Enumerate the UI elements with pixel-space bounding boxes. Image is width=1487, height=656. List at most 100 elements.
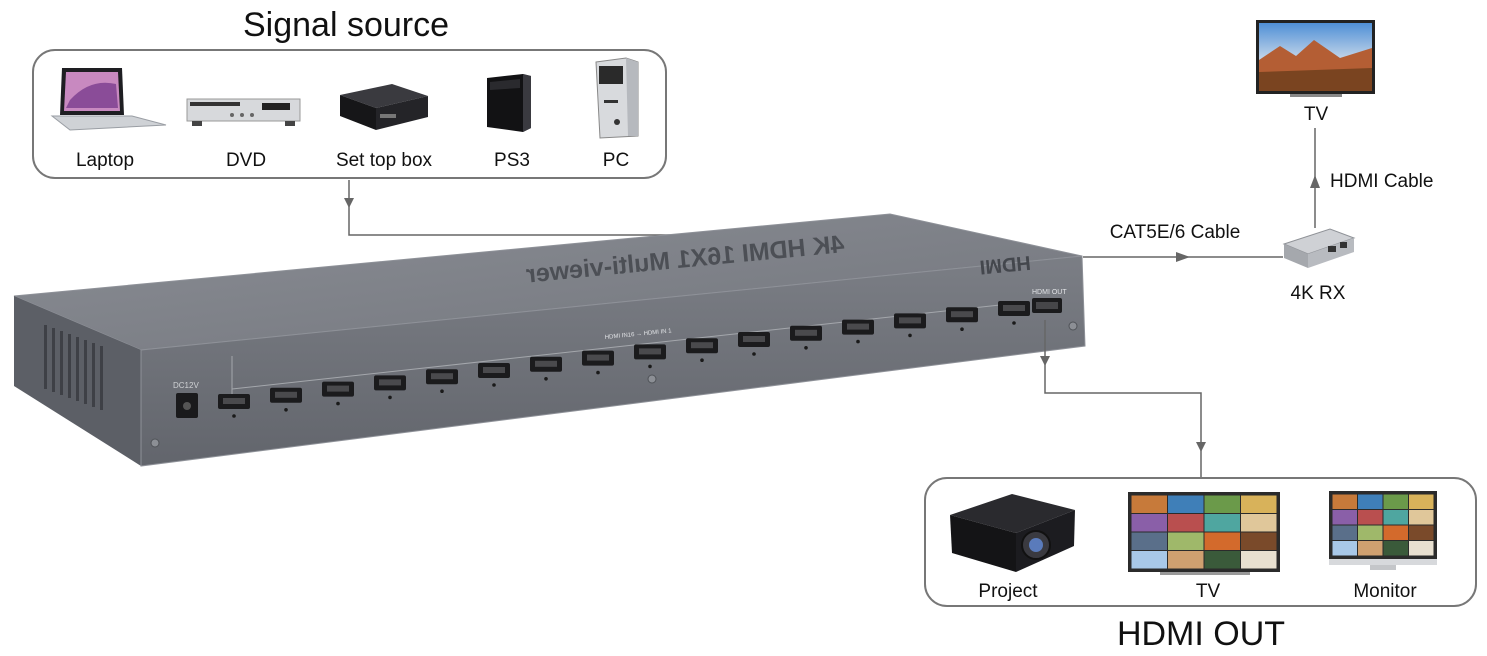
rx-label: 4K RX [1291,283,1346,304]
mosaic-tile [1332,494,1357,509]
mosaic-tile [1131,495,1167,513]
port-indicator-led [440,389,444,394]
mosaic-tile [1383,494,1408,509]
source-label-ps3: PS3 [494,150,530,171]
extender-tv-label: TV [1304,104,1329,125]
mosaic-tile [1131,532,1167,550]
cat-cable-label: CAT5E/6 Cable [1110,222,1241,243]
hdmi-input-ports [218,301,1030,418]
port-indicator-led [232,414,236,418]
source-label-laptop: Laptop [76,150,134,171]
hdmi-input-port-slot [223,398,245,404]
mosaic-tile [1358,525,1383,540]
side-vents [44,325,103,410]
screw [150,438,160,448]
source-label-dvd: DVD [226,150,266,171]
output-arrow-icon [1196,442,1206,452]
tv-icon [1256,20,1375,97]
mosaic-tile [1168,495,1204,513]
hdmi-input-port-slot [951,311,973,318]
mosaic-tile [1131,514,1167,532]
laptop-icon [50,68,167,131]
source-label-set-top-box: Set top box [336,150,433,171]
mosaic-tile [1204,495,1240,513]
monitor-icon [1329,491,1437,570]
mosaic-tile [1409,541,1434,556]
mosaic-tile [1409,525,1434,540]
mosaic-tile [1168,532,1204,550]
port-indicator-led [388,395,392,400]
hdmi-input-port-slot [691,342,713,349]
mosaic-tile [1409,494,1434,509]
rx-receiver-icon [1282,228,1356,268]
mosaic-tile [1332,510,1357,525]
projector-icon [950,494,1075,572]
output-label-project: Project [978,581,1038,602]
mosaic-tile [1383,525,1408,540]
ps3-console-icon [487,74,531,132]
hdmi-input-port-slot [379,379,401,386]
mosaic-tile [1383,541,1408,556]
port-indicator-led [544,377,548,381]
hdmi-input-port-slot [483,367,505,373]
hdmi-out-port-label: HDMI OUT [1032,289,1067,296]
source-arrow-icon [344,198,354,208]
port-indicator-led [284,408,288,412]
hdmi-input-port-slot [1003,305,1025,311]
source-title: Signal source [243,6,449,44]
port-indicator-led [596,370,600,375]
screw [647,374,657,384]
mosaic-tile [1131,551,1167,569]
port-indicator-led [960,327,964,332]
output-title: HDMI OUT [1117,615,1285,653]
mosaic-tile [1204,514,1240,532]
hdmi-input-port-slot [639,348,661,355]
hdmi-cable-label: HDMI Cable [1330,171,1433,192]
mosaic-tile [1204,551,1240,569]
power-label: DC12V [173,381,199,390]
mosaic-tile [1204,532,1240,550]
cat-arrow-icon [1176,252,1190,262]
port-indicator-led [648,364,652,369]
device-logo: HDMI [979,251,1032,278]
screw [1068,321,1078,331]
mosaic-tile [1358,541,1383,556]
mosaic-tile [1241,514,1277,532]
hdmi-input-port-slot [795,329,817,336]
hdmi-input-port-slot [587,354,609,361]
pc-tower-icon [595,57,639,139]
source-label-pc: PC [603,150,629,171]
mosaic-tile [1383,510,1408,525]
mosaic-tile [1241,495,1277,513]
port-indicator-led [856,339,860,344]
output-label-tv: TV [1196,581,1221,602]
mosaic-tile [1332,525,1357,540]
hdmi-input-port-slot [431,373,453,380]
port-indicator-led [700,358,704,363]
hdmi-input-port-slot [899,317,921,324]
output-tv-icon [1128,492,1280,575]
source-group-box [32,49,667,179]
set-top-box-icon [340,84,428,130]
hdmi-cable-arrow-icon [1310,175,1320,188]
output-group-box [924,477,1477,607]
hdmi-input-port-slot [743,336,765,342]
mosaic-tile [1332,541,1357,556]
mosaic-tile [1241,551,1277,569]
port-indicator-led [752,352,756,356]
port-indicator-led [908,333,912,338]
hdmi-input-port-slot [327,385,349,392]
hdmi-input-port-slot [847,323,869,330]
mosaic-tile [1241,532,1277,550]
mosaic-tile [1358,510,1383,525]
output-arrow-icon [1040,356,1050,366]
mosaic-tile [1168,514,1204,532]
mosaic-tile [1358,494,1383,509]
hdmi-input-port-slot [275,391,297,398]
output-label-monitor: Monitor [1353,581,1417,602]
port-indicator-led [804,346,808,350]
mosaic-tile [1409,510,1434,525]
hdmi-input-port-slot [535,360,557,367]
mosaic-tile [1168,551,1204,569]
